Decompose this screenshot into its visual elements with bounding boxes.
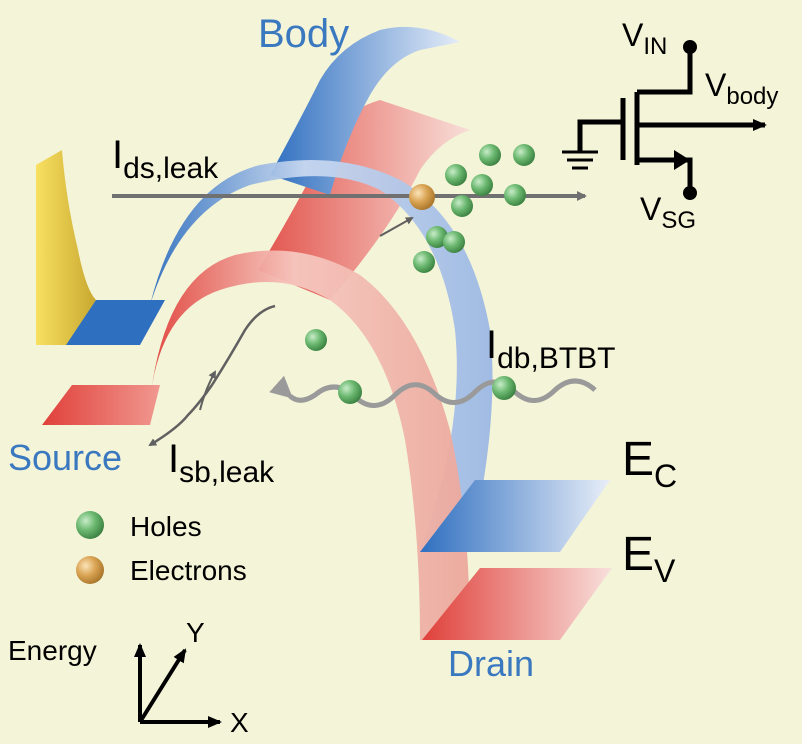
hole (471, 174, 493, 196)
hole (445, 164, 467, 186)
hole (338, 380, 362, 404)
vbody-label: Vbody (705, 67, 778, 110)
transistor-symbol (562, 48, 767, 192)
vsg-terminal (683, 186, 697, 200)
electron-escape-arrow (379, 217, 414, 237)
hole (513, 144, 535, 166)
body-conduction-ribbon (270, 26, 460, 195)
axes-triad (134, 643, 222, 728)
idb-btbt-label: Idb,BTBT (486, 323, 616, 375)
hole (451, 195, 473, 217)
drain-label: Drain (448, 643, 534, 684)
gate-electrode (36, 150, 96, 345)
idb-btbt-wave-arrow (269, 375, 597, 408)
isb-leak-secondary-arrow (199, 370, 216, 411)
legend-holes-label: Holes (130, 511, 202, 542)
axis-y (138, 648, 187, 724)
axis-x-label: X (230, 707, 249, 738)
source-conduction-plateau (66, 300, 165, 345)
hole (479, 144, 501, 166)
valence-arch (150, 250, 470, 640)
holes-cluster (305, 144, 535, 404)
ec-label: EC (622, 433, 677, 494)
hole (492, 376, 516, 400)
vsg-label: VSG (640, 191, 696, 234)
transistor-drain-lead (637, 48, 693, 95)
hole (443, 231, 465, 253)
ev-label: EV (622, 528, 676, 589)
source-valence-plateau (42, 385, 160, 425)
axis-y-label: Y (186, 617, 205, 648)
isb-leak-arrow (148, 304, 276, 447)
transistor-gate-lead (577, 119, 623, 152)
drain-valence-plateau (422, 568, 612, 640)
body-valence-ribbon (258, 100, 470, 300)
transistor-source-arrow (674, 150, 690, 170)
legend-electron-icon (76, 556, 104, 584)
electron (409, 184, 435, 210)
hole (413, 251, 435, 273)
legend-electrons-label: Electrons (130, 555, 247, 586)
hole (504, 184, 526, 206)
hole (426, 226, 448, 248)
body-label: Body (258, 12, 349, 56)
ids-leak-label: Ids,leak (112, 133, 219, 185)
isb-leak-label: Isb,leak (168, 437, 275, 489)
vin-terminal (683, 40, 697, 54)
source-label: Source (8, 437, 122, 478)
axis-energy-label: Energy (8, 635, 97, 666)
vin-label: VIN (622, 17, 667, 60)
legend-hole-icon (76, 511, 104, 539)
hole (305, 329, 327, 351)
drain-conduction-plateau (420, 480, 610, 552)
